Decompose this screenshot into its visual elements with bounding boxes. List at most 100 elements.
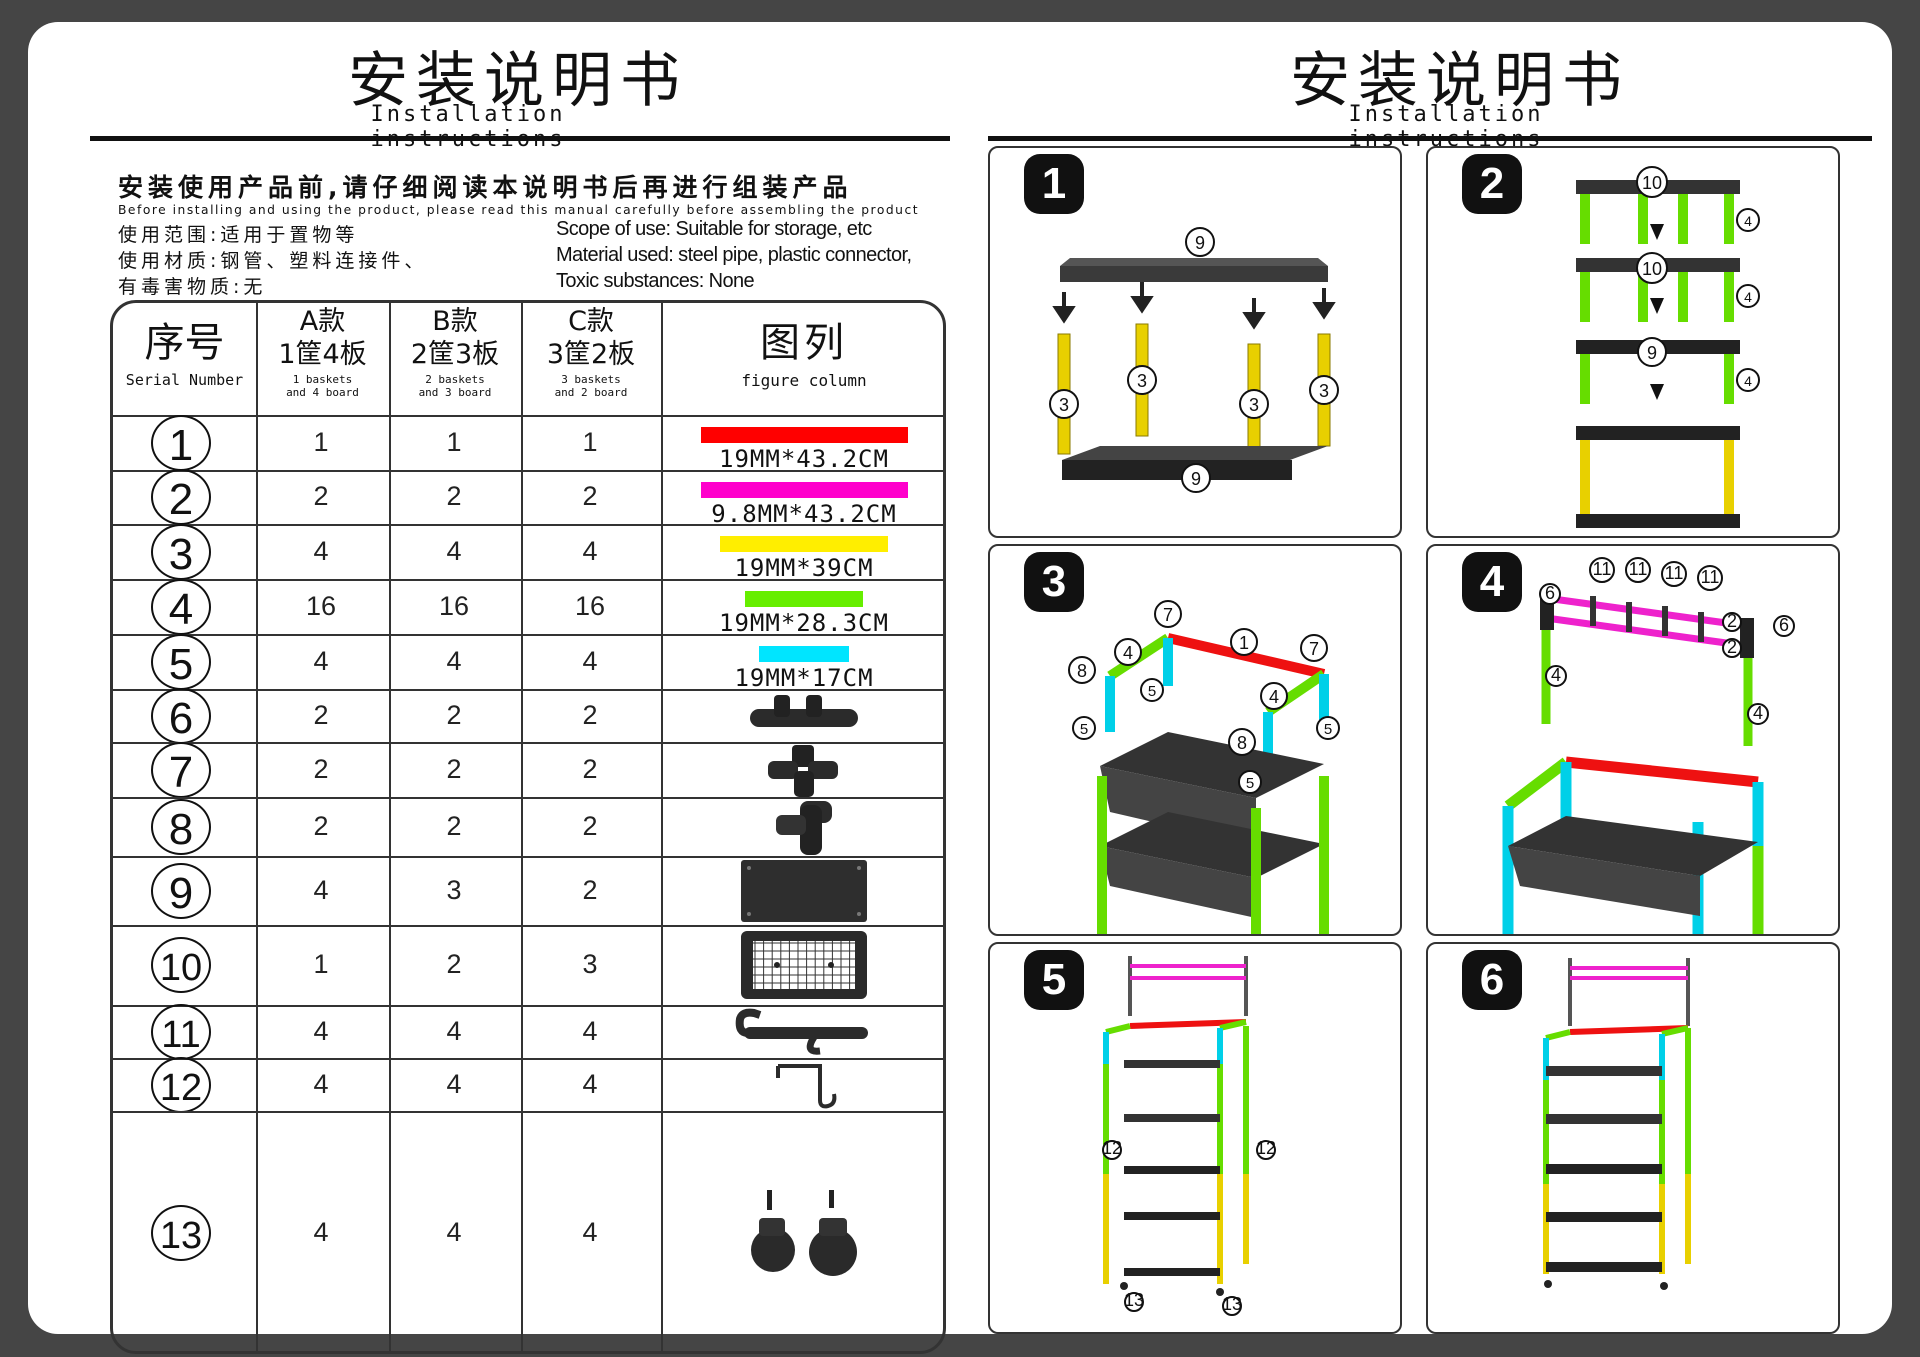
col-divider [389, 303, 391, 1351]
svg-text:12: 12 [1102, 1138, 1122, 1158]
figure-cell [661, 797, 943, 856]
qty-model-c: 2 [582, 874, 598, 905]
qty-model-c: 4 [582, 645, 598, 676]
header-a-cn: A款 [299, 306, 346, 337]
svg-text:13: 13 [1124, 1290, 1144, 1310]
pipe-color-bar [700, 427, 908, 443]
svg-text:8: 8 [1077, 661, 1087, 681]
pipe-dimension: 19MM*43.2CM [719, 445, 889, 473]
serial-number-badge: 5 [151, 633, 211, 690]
svg-text:2: 2 [1727, 611, 1737, 631]
qty-model-a: 16 [305, 590, 337, 621]
pipe-color-bar [759, 646, 849, 662]
qty-model-b: 16 [438, 590, 470, 621]
figure-cell: 19MM*17CM [661, 634, 943, 692]
serial-number-badge: 4 [151, 578, 211, 635]
step-badge-3: 3 [1024, 552, 1084, 612]
qty-model-c: 3 [582, 949, 598, 979]
header-figure-cn: 图列 [760, 320, 848, 366]
qty-model-b: 2 [446, 699, 462, 730]
qty-model-a: 4 [313, 535, 329, 566]
pipe-color-bar [745, 591, 863, 607]
serial-number-badge: 3 [151, 523, 211, 580]
header-b-en2: and 3 board [418, 386, 492, 399]
row-divider [113, 925, 943, 927]
pipe-dimension: 19MM*39CM [734, 554, 874, 582]
notice-cn: 安装使用产品前,请仔细阅读本说明书后再进行组装产品 [118, 173, 853, 202]
figure-cell: 19MM*39CM [661, 524, 943, 582]
svg-text:11: 11 [1701, 567, 1720, 587]
svg-text:4: 4 [1753, 703, 1763, 723]
svg-text:10: 10 [1642, 173, 1662, 193]
header-a-en1: 1 baskets [292, 373, 353, 386]
qty-model-b: 3 [446, 874, 462, 905]
svg-text:13: 13 [1222, 1294, 1242, 1314]
header-serial-cn: 序号 [144, 320, 225, 366]
svg-text:8: 8 [1237, 733, 1247, 753]
step-panel-5: 5 [988, 942, 1402, 1334]
qty-model-b: 4 [446, 535, 462, 566]
serial-number-badge: 7 [151, 741, 211, 798]
header-c-cn: C款 [568, 306, 614, 337]
serial-number-badge: 2 [151, 469, 211, 525]
pipe-dimension: 9.8MM*43.2CM [711, 500, 897, 528]
board-icon [661, 856, 943, 925]
right-title-rule [988, 136, 1872, 141]
svg-text:4: 4 [1744, 213, 1752, 229]
step-badge-2: 2 [1462, 154, 1522, 214]
svg-text:9: 9 [1191, 469, 1201, 489]
step-badge-4: 4 [1462, 552, 1522, 612]
qty-model-c: 4 [582, 1217, 598, 1247]
corner-connector-icon [661, 742, 943, 797]
material-cn: 使用材质:钢管、塑料连接件、 [118, 250, 428, 272]
toxic-en: Toxic substances: None [556, 270, 755, 292]
row-divider [113, 1058, 943, 1060]
header-figure-en: figure column [741, 371, 867, 390]
figure-cell: 19MM*43.2CM [661, 415, 943, 473]
step-panel-2: 2 1 [1426, 146, 1840, 538]
qty-model-a: 2 [313, 753, 329, 784]
serial-number-badge: 13 [151, 1205, 211, 1261]
qty-model-b: 2 [446, 481, 462, 511]
qty-model-c: 2 [582, 810, 598, 841]
header-model-b: B款 2筐3板 2 baskets and 3 board [389, 303, 521, 415]
qty-model-a: 4 [313, 1068, 329, 1099]
parts-table: 序号 Serial Number A款 1筐4板 1 baskets and 4… [110, 300, 946, 1354]
svg-text:7: 7 [1309, 639, 1319, 659]
figure-cell [661, 1058, 943, 1111]
svg-text:5: 5 [1246, 775, 1254, 792]
pipe-dimension: 19MM*28.3CM [719, 609, 889, 637]
hook-bar-icon [661, 1005, 943, 1058]
qty-model-c: 1 [582, 426, 598, 457]
header-figure: 图列 figure column [661, 303, 943, 415]
s-hook-icon [661, 1058, 943, 1111]
left-title-rule [90, 136, 950, 141]
row-divider [113, 797, 943, 799]
svg-text:4: 4 [1123, 643, 1133, 663]
serial-number-badge: 1 [151, 414, 211, 471]
qty-model-c: 2 [582, 753, 598, 784]
figure-cell [661, 689, 943, 742]
figure-cell [661, 1005, 943, 1058]
caster-wheel-icon [661, 1111, 943, 1351]
svg-text:4: 4 [1269, 687, 1279, 707]
step-badge-6: 6 [1462, 950, 1522, 1010]
svg-text:11: 11 [1665, 563, 1684, 583]
row-divider [113, 634, 943, 636]
qty-model-b: 4 [446, 1068, 462, 1099]
qty-model-a: 2 [313, 810, 329, 841]
svg-text:12: 12 [1256, 1138, 1276, 1158]
svg-text:3: 3 [1059, 395, 1069, 415]
serial-number-badge: 6 [151, 687, 211, 744]
notice-en: Before installing and using the product,… [118, 203, 920, 217]
qty-model-a: 4 [313, 874, 329, 905]
pipe-dimension: 19MM*17CM [734, 664, 874, 692]
col-divider [256, 303, 258, 1351]
